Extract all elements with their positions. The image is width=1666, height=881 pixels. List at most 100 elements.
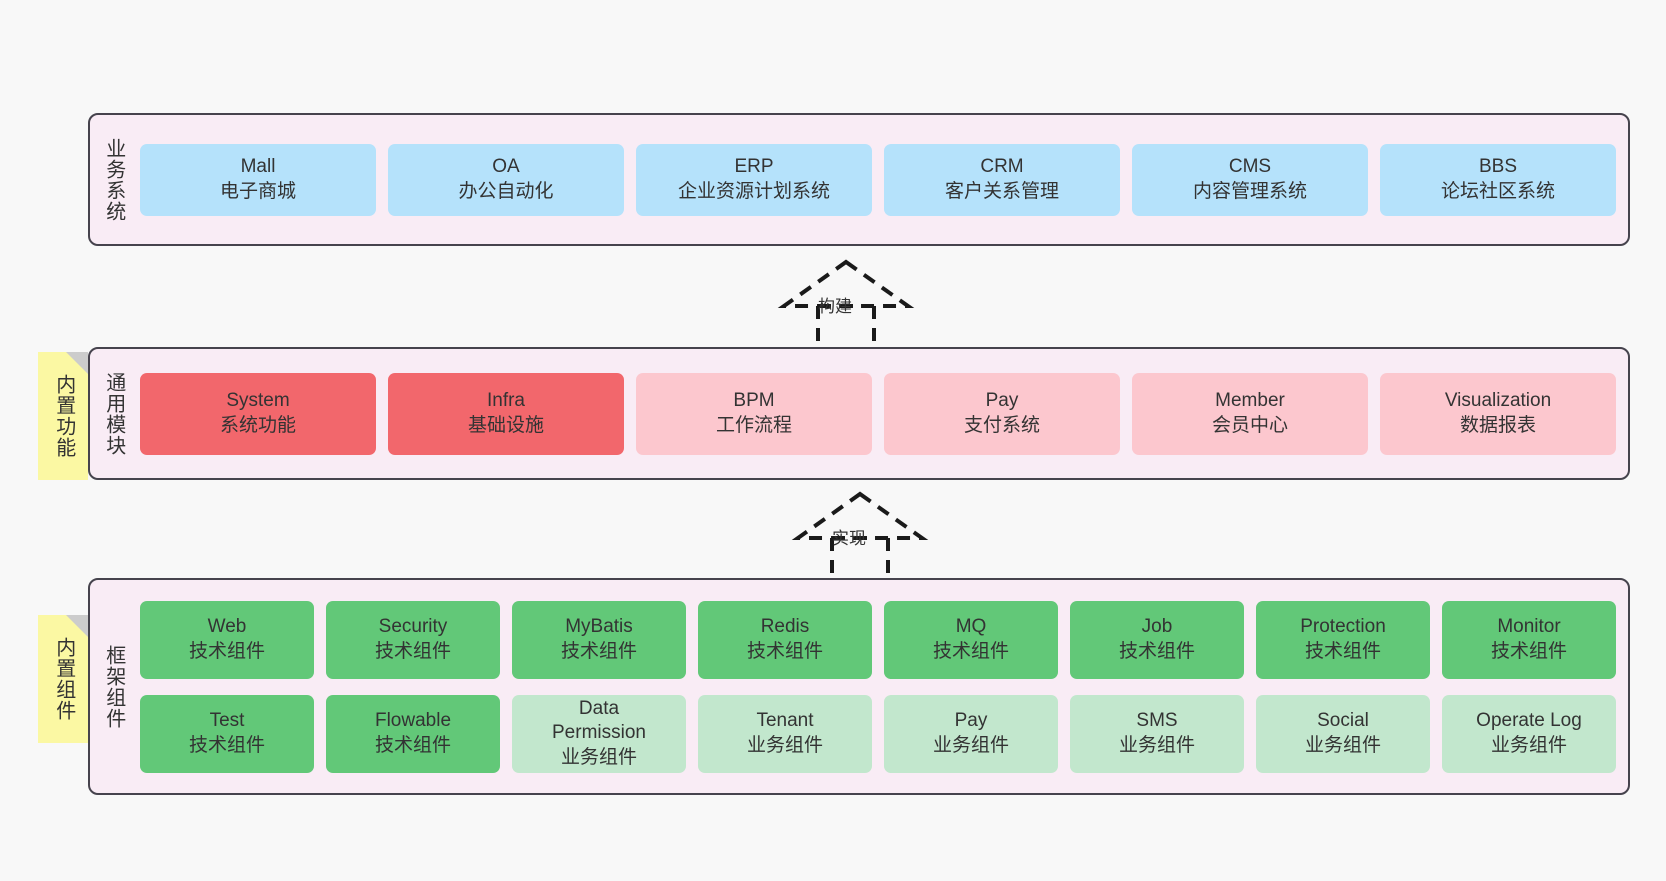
card-pay-component-cn: 业务组件 xyxy=(932,734,1009,756)
card-web-cn: 技术组件 xyxy=(188,640,265,662)
card-cms[interactable]: CMS 内容管理系统 xyxy=(1132,143,1368,216)
card-job-en: Job xyxy=(1141,616,1173,638)
card-system[interactable]: System 系统功能 xyxy=(140,372,376,455)
card-operate-log[interactable]: Operate Log 业务组件 xyxy=(1442,694,1616,773)
layer-business-system: 业务系统 Mall 电子商城 OA 办公自动化 ERP 企业资源计划系统 CRM xyxy=(88,113,1630,246)
layer-common-module: 通用模块 System 系统功能 Infra 基础设施 BPM 工作流程 Pay xyxy=(88,347,1630,480)
card-bbs[interactable]: BBS 论坛社区系统 xyxy=(1380,143,1616,216)
card-crm[interactable]: CRM 客户关系管理 xyxy=(884,143,1120,216)
card-oa-cn: 办公自动化 xyxy=(458,180,554,202)
card-social-en: Social xyxy=(1317,710,1369,732)
card-monitor-en: Monitor xyxy=(1497,616,1561,638)
layer-common-body: System 系统功能 Infra 基础设施 BPM 工作流程 Pay 支付系统… xyxy=(136,349,1628,478)
card-infra-en: Infra xyxy=(486,390,526,412)
card-data-permission[interactable]: Data Permission 业务组件 xyxy=(512,694,686,773)
card-tenant-en: Tenant xyxy=(756,710,814,732)
card-visualization-cn: 数据报表 xyxy=(1459,414,1536,436)
layer-business-body: Mall 电子商城 OA 办公自动化 ERP 企业资源计划系统 CRM 客户关系… xyxy=(136,115,1628,244)
card-erp-cn: 企业资源计划系统 xyxy=(677,180,830,202)
card-job[interactable]: Job 技术组件 xyxy=(1070,600,1244,679)
card-erp-en: ERP xyxy=(734,156,774,178)
card-system-en: System xyxy=(226,390,290,412)
card-crm-en: CRM xyxy=(980,156,1024,178)
layer-common-title: 通用模块 xyxy=(102,371,125,456)
card-pay-component-en: Pay xyxy=(954,710,988,732)
card-mq-cn: 技术组件 xyxy=(932,640,1009,662)
card-sms[interactable]: SMS 业务组件 xyxy=(1070,694,1244,773)
card-protection-cn: 技术组件 xyxy=(1304,640,1381,662)
card-oa-en: OA xyxy=(492,156,520,178)
card-visualization-en: Visualization xyxy=(1444,390,1552,412)
card-mybatis-en: MyBatis xyxy=(565,616,633,638)
card-pay-module-cn: 支付系统 xyxy=(963,414,1040,436)
card-tenant-cn: 业务组件 xyxy=(746,734,823,756)
card-data-permission-en: Data Permission xyxy=(552,698,646,744)
card-operate-log-en: Operate Log xyxy=(1476,710,1582,732)
note-builtin-component-label: 内置组件 xyxy=(52,637,75,721)
card-cms-en: CMS xyxy=(1228,156,1272,178)
card-redis[interactable]: Redis 技术组件 xyxy=(698,600,872,679)
card-pay-module[interactable]: Pay 支付系统 xyxy=(884,372,1120,455)
card-test-cn: 技术组件 xyxy=(188,734,265,756)
card-operate-log-cn: 业务组件 xyxy=(1490,734,1567,756)
note-builtin-function-label: 内置功能 xyxy=(52,374,75,458)
card-social-cn: 业务组件 xyxy=(1304,734,1381,756)
card-data-permission-cn: 业务组件 xyxy=(560,746,637,768)
card-mq[interactable]: MQ 技术组件 xyxy=(884,600,1058,679)
connector-build: 构建 xyxy=(756,258,936,348)
card-web-en: Web xyxy=(207,616,247,638)
card-bpm-cn: 工作流程 xyxy=(715,414,792,436)
card-web[interactable]: Web 技术组件 xyxy=(140,600,314,679)
card-member-cn: 会员中心 xyxy=(1211,414,1288,436)
framework-business-row: Test 技术组件 Flowable 技术组件 Data Permission … xyxy=(140,694,1616,773)
card-security-cn: 技术组件 xyxy=(374,640,451,662)
layer-framework-title: 框架组件 xyxy=(102,644,125,729)
card-mybatis-cn: 技术组件 xyxy=(560,640,637,662)
business-card-row: Mall 电子商城 OA 办公自动化 ERP 企业资源计划系统 CRM 客户关系… xyxy=(140,143,1616,216)
card-test-en: Test xyxy=(209,710,245,732)
card-social[interactable]: Social 业务组件 xyxy=(1256,694,1430,773)
common-card-row: System 系统功能 Infra 基础设施 BPM 工作流程 Pay 支付系统… xyxy=(140,372,1616,455)
card-bpm[interactable]: BPM 工作流程 xyxy=(636,372,872,455)
card-redis-cn: 技术组件 xyxy=(746,640,823,662)
card-tenant[interactable]: Tenant 业务组件 xyxy=(698,694,872,773)
card-flowable-en: Flowable xyxy=(374,710,452,732)
card-crm-cn: 客户关系管理 xyxy=(944,180,1059,202)
implement-shaft xyxy=(830,536,890,580)
card-bbs-en: BBS xyxy=(1478,156,1518,178)
card-visualization[interactable]: Visualization 数据报表 xyxy=(1380,372,1616,455)
card-job-cn: 技术组件 xyxy=(1118,640,1195,662)
card-mall[interactable]: Mall 电子商城 xyxy=(140,143,376,216)
card-pay-component[interactable]: Pay 业务组件 xyxy=(884,694,1058,773)
card-monitor[interactable]: Monitor 技术组件 xyxy=(1442,600,1616,679)
card-security-en: Security xyxy=(378,616,448,638)
card-infra[interactable]: Infra 基础设施 xyxy=(388,372,624,455)
card-protection-en: Protection xyxy=(1300,616,1386,638)
layer-business-title: 业务系统 xyxy=(102,137,125,222)
card-flowable-cn: 技术组件 xyxy=(374,734,451,756)
card-redis-en: Redis xyxy=(760,616,810,638)
card-bbs-cn: 论坛社区系统 xyxy=(1440,180,1555,202)
card-sms-en: SMS xyxy=(1136,710,1178,732)
connector-build-label: 构建 xyxy=(818,297,852,316)
card-test[interactable]: Test 技术组件 xyxy=(140,694,314,773)
note-builtin-component: 内置组件 xyxy=(38,615,88,743)
card-pay-module-en: Pay xyxy=(985,390,1019,412)
framework-tech-row: Web 技术组件 Security 技术组件 MyBatis 技术组件 Redi… xyxy=(140,600,1616,679)
card-oa[interactable]: OA 办公自动化 xyxy=(388,143,624,216)
card-system-cn: 系统功能 xyxy=(219,414,296,436)
card-monitor-cn: 技术组件 xyxy=(1490,640,1567,662)
card-cms-cn: 内容管理系统 xyxy=(1192,180,1307,202)
card-member[interactable]: Member 会员中心 xyxy=(1132,372,1368,455)
card-protection[interactable]: Protection 技术组件 xyxy=(1256,600,1430,679)
connector-implement: 实现 xyxy=(770,490,950,580)
card-security[interactable]: Security 技术组件 xyxy=(326,600,500,679)
card-flowable[interactable]: Flowable 技术组件 xyxy=(326,694,500,773)
card-bpm-en: BPM xyxy=(733,390,775,412)
note-fold-icon xyxy=(66,352,88,374)
layer-framework-component: 框架组件 Web 技术组件 Security 技术组件 MyBatis 技术组件… xyxy=(88,578,1630,795)
card-mybatis[interactable]: MyBatis 技术组件 xyxy=(512,600,686,679)
card-infra-cn: 基础设施 xyxy=(467,414,544,436)
card-erp[interactable]: ERP 企业资源计划系统 xyxy=(636,143,872,216)
connector-implement-label: 实现 xyxy=(832,529,866,548)
